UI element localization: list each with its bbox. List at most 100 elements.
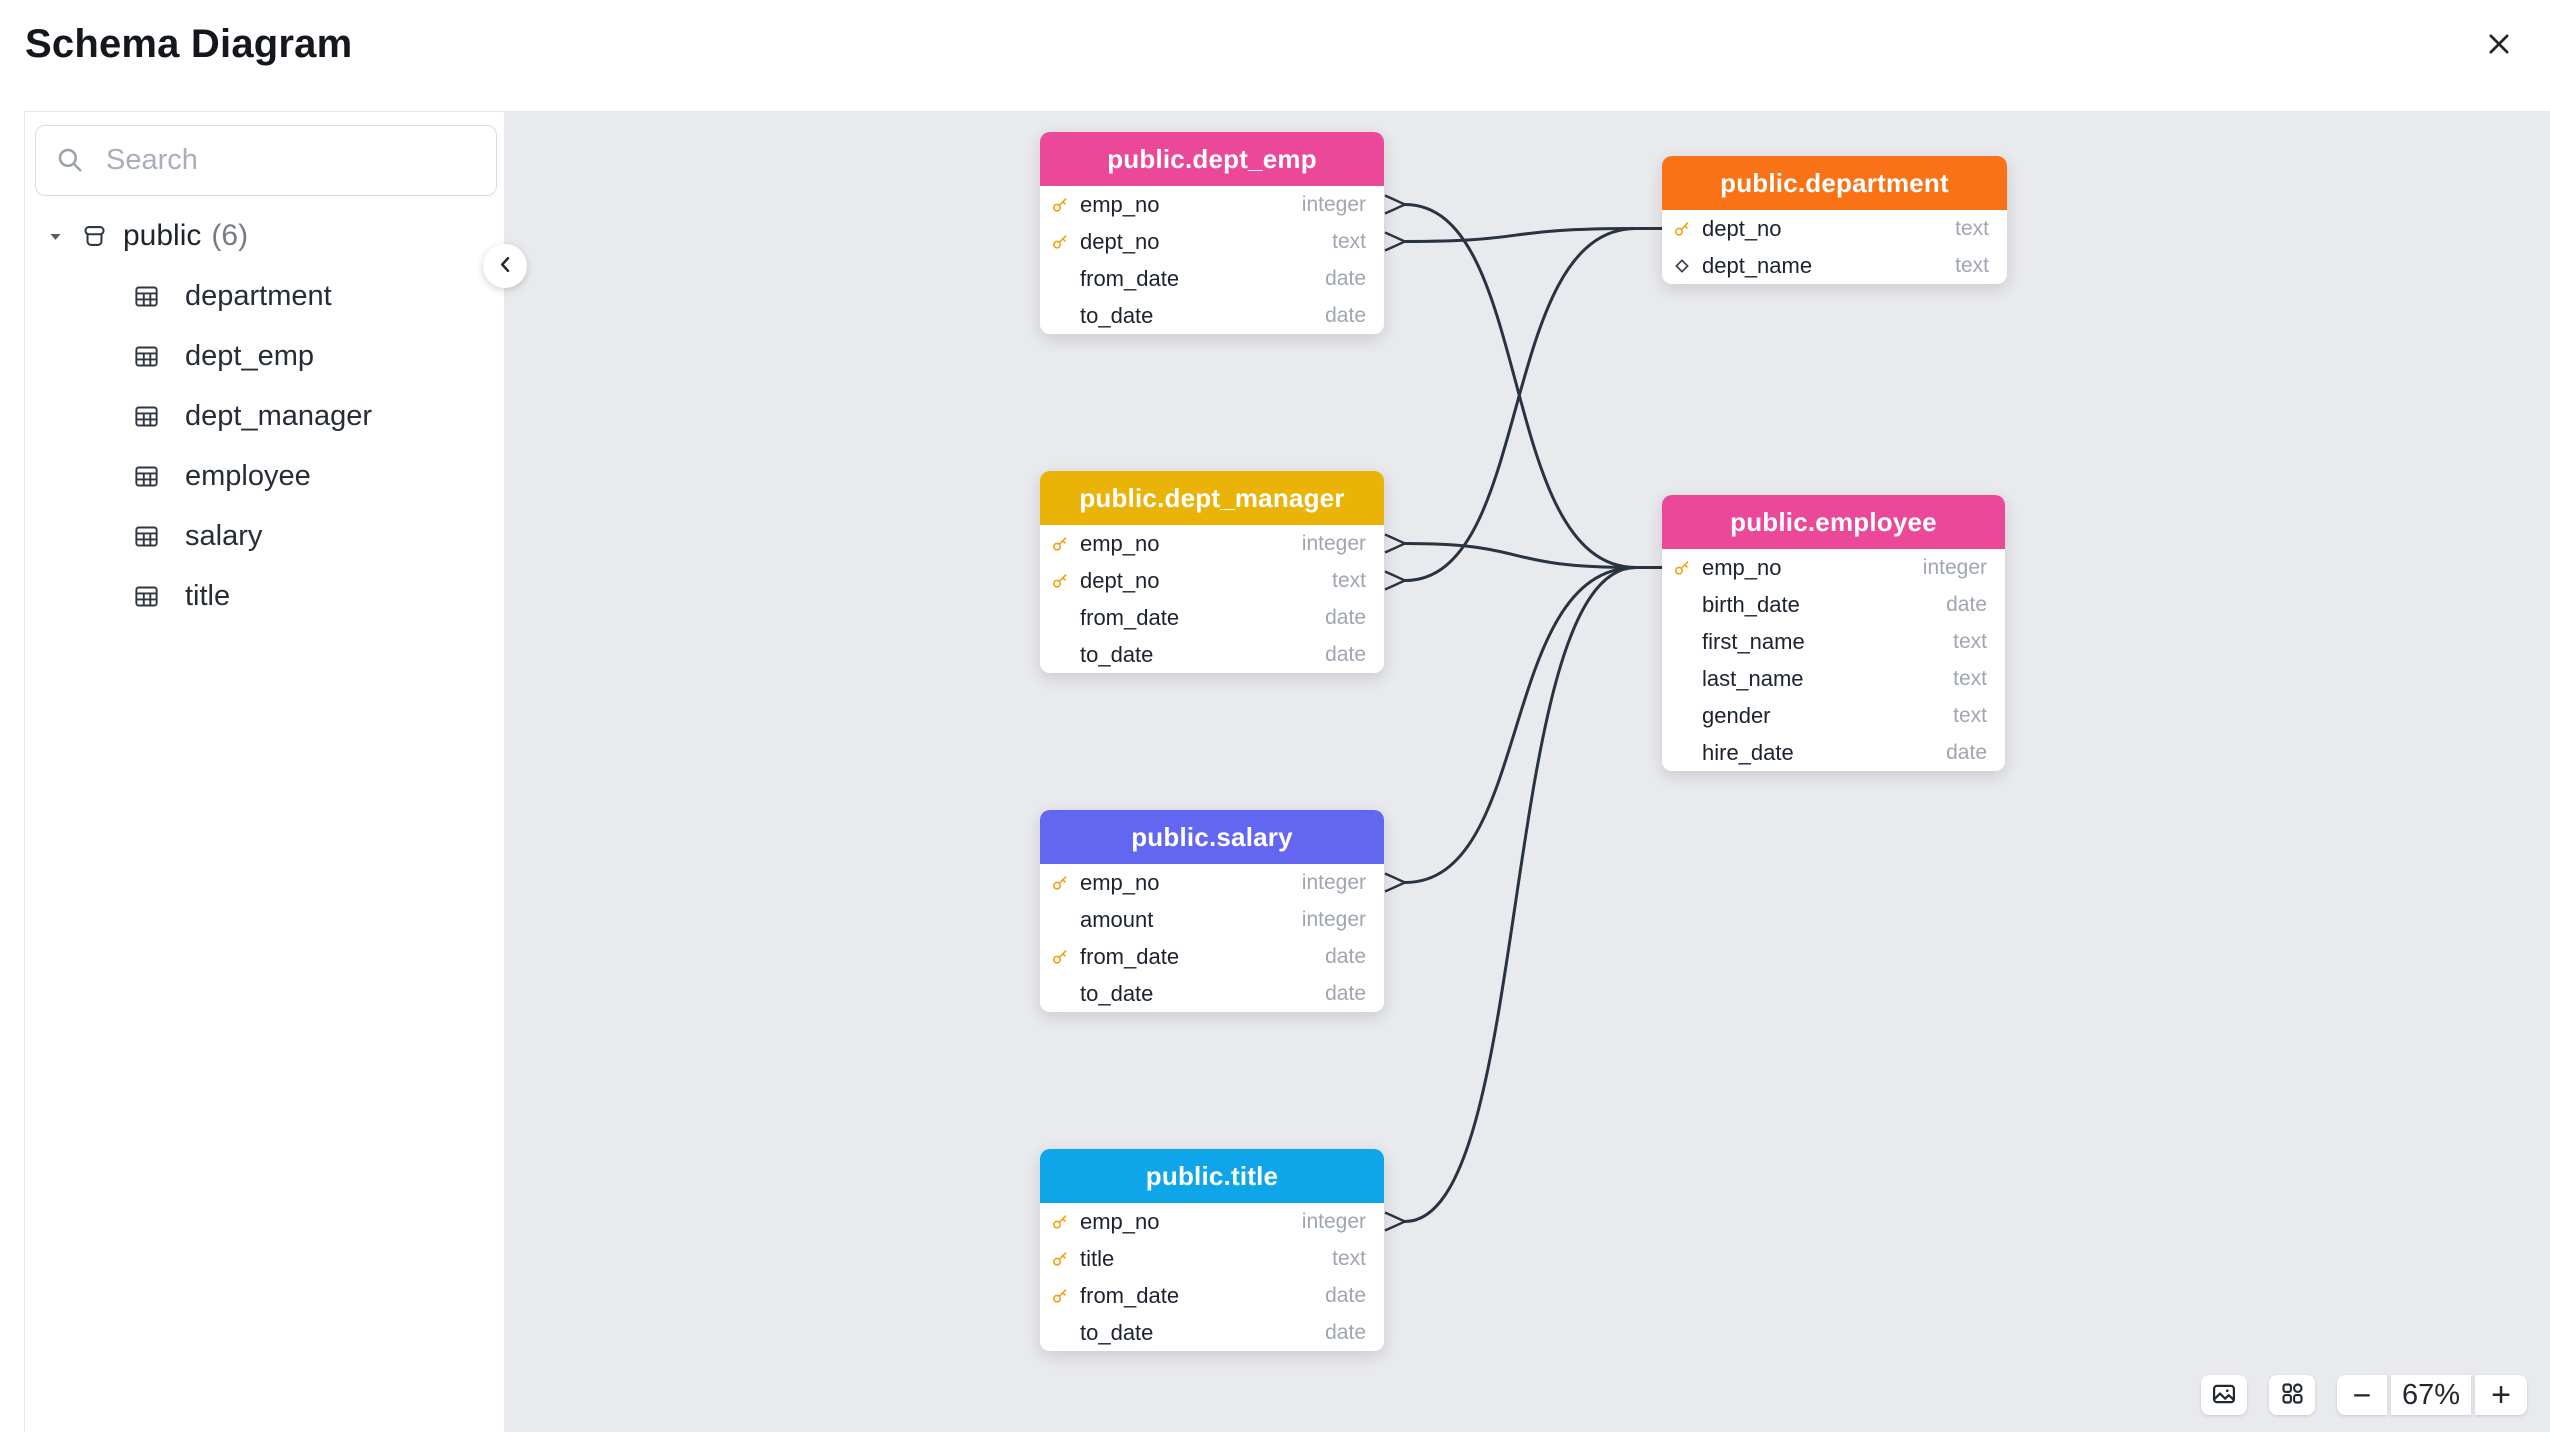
- auto-layout-button[interactable]: [2269, 1375, 2315, 1415]
- column-name: from_date: [1080, 943, 1180, 969]
- column-type: date: [1946, 740, 1987, 764]
- column-name: from_date: [1080, 265, 1180, 291]
- column-type: text: [1955, 216, 1989, 240]
- no-icon: [1673, 667, 1691, 691]
- table-column-row: from_date date: [1040, 1277, 1384, 1314]
- no-icon: [1051, 908, 1069, 932]
- key-icon: [1051, 1210, 1069, 1234]
- table-column-row: from_date date: [1040, 260, 1384, 297]
- column-type: integer: [1301, 192, 1366, 216]
- close-icon: [2484, 29, 2514, 62]
- no-icon: [1051, 982, 1069, 1006]
- table-column-row: to_date date: [1040, 297, 1384, 334]
- image-icon: [2210, 1380, 2238, 1411]
- database-icon: [81, 223, 121, 250]
- sidebar-collapse-button[interactable]: [483, 244, 527, 288]
- table-column-row: to_date date: [1040, 1314, 1384, 1351]
- table-icon: [133, 523, 173, 550]
- column-name: from_date: [1080, 604, 1180, 630]
- sidebar-table-item-employee[interactable]: employee: [25, 446, 504, 506]
- table-node-header[interactable]: public.salary: [1040, 810, 1384, 864]
- search-icon: [55, 145, 85, 175]
- no-icon: [1051, 304, 1069, 328]
- column-name: dept_no: [1080, 567, 1160, 593]
- canvas-controls: − 67% +: [2201, 1375, 2527, 1415]
- column-type: text: [1332, 1246, 1366, 1270]
- table-node-header[interactable]: public.dept_emp: [1040, 132, 1384, 186]
- column-type: date: [1325, 266, 1366, 290]
- download-image-button[interactable]: [2201, 1375, 2247, 1415]
- schema-label: public: [123, 219, 202, 252]
- search-input[interactable]: [35, 125, 497, 196]
- table-node-header[interactable]: public.dept_manager: [1040, 471, 1384, 525]
- no-icon: [1051, 606, 1069, 630]
- diamond-icon: [1673, 254, 1691, 278]
- column-type: date: [1325, 981, 1366, 1005]
- table-node-header[interactable]: public.department: [1662, 156, 2007, 210]
- schema-tree-item-public[interactable]: public (6): [25, 206, 504, 266]
- column-name: emp_no: [1702, 554, 1782, 580]
- zoom-out-button[interactable]: −: [2337, 1375, 2387, 1415]
- column-type: date: [1325, 642, 1366, 666]
- sidebar-table-item-department[interactable]: department: [25, 266, 504, 326]
- zoom-level: 67%: [2391, 1375, 2471, 1415]
- schema-tree: public (6) department dept_emp dept_manage…: [25, 206, 504, 626]
- column-name: dept_no: [1702, 215, 1782, 241]
- table-icon: [133, 583, 173, 610]
- table-item-label: title: [185, 579, 231, 612]
- no-icon: [1051, 1321, 1069, 1345]
- column-type: integer: [1922, 555, 1987, 579]
- column-type: date: [1325, 1320, 1366, 1344]
- column-type: date: [1325, 303, 1366, 327]
- column-name: emp_no: [1080, 530, 1160, 556]
- column-type: text: [1953, 666, 1987, 690]
- column-name: gender: [1702, 702, 1771, 728]
- sidebar-table-item-dept_emp[interactable]: dept_emp: [25, 326, 504, 386]
- column-name: from_date: [1080, 1282, 1180, 1308]
- dialog-header: Schema Diagram: [0, 0, 2550, 111]
- table-node-header[interactable]: public.employee: [1662, 495, 2005, 549]
- sidebar-table-item-dept_manager[interactable]: dept_manager: [25, 386, 504, 446]
- zoom-control: − 67% +: [2337, 1375, 2527, 1415]
- close-button[interactable]: [2476, 22, 2522, 68]
- table-node-header[interactable]: public.title: [1040, 1149, 1384, 1203]
- column-name: emp_no: [1080, 1208, 1160, 1234]
- column-name: to_date: [1080, 302, 1154, 328]
- table-item-label: dept_emp: [185, 339, 314, 372]
- sidebar-table-item-salary[interactable]: salary: [25, 506, 504, 566]
- zoom-in-button[interactable]: +: [2475, 1375, 2527, 1415]
- caret-down-icon[interactable]: [47, 228, 81, 245]
- chevron-left-icon: [494, 253, 517, 279]
- no-icon: [1673, 630, 1691, 654]
- key-icon: [1051, 871, 1069, 895]
- key-icon: [1051, 193, 1069, 217]
- diagram-canvas[interactable]: [505, 111, 2550, 1432]
- column-type: date: [1325, 944, 1366, 968]
- column-type: date: [1325, 1283, 1366, 1307]
- key-icon: [1051, 1247, 1069, 1271]
- column-name: to_date: [1080, 1319, 1154, 1345]
- grid-icon: [2279, 1380, 2306, 1410]
- table-item-label: salary: [185, 519, 263, 552]
- sidebar-table-item-title[interactable]: title: [25, 566, 504, 626]
